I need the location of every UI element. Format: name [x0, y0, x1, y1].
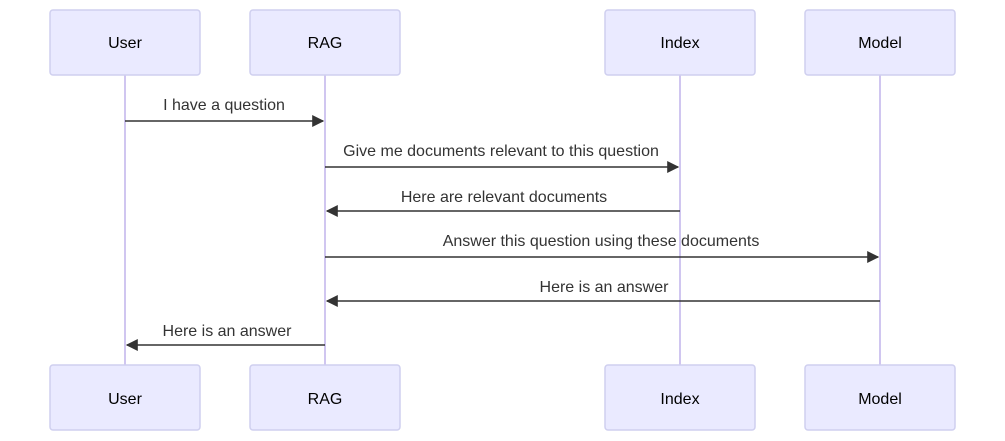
- message-4: Answer this question using these documen…: [325, 233, 880, 263]
- actor-top-index: Index: [604, 9, 756, 76]
- actor-bottom-user: User: [49, 364, 201, 431]
- message-3: Here are relevant documents: [325, 189, 680, 217]
- message-label: Here is an answer: [540, 279, 670, 296]
- actor-label: Model: [858, 391, 902, 408]
- actor-bottom-model: Model: [804, 364, 956, 431]
- actor-label: Index: [660, 35, 699, 52]
- actor-label: Index: [660, 391, 699, 408]
- actor-top-user: User: [49, 9, 201, 76]
- message-1: I have a question: [125, 97, 325, 127]
- actor-top-model: Model: [804, 9, 956, 76]
- message-label: Here is an answer: [163, 323, 293, 340]
- message-label: Answer this question using these documen…: [443, 233, 760, 250]
- message-label: I have a question: [163, 97, 285, 114]
- actor-bottom-rag: RAG: [249, 364, 401, 431]
- actor-top-rag: RAG: [249, 9, 401, 76]
- message-5: Here is an answer: [325, 279, 880, 307]
- actor-label: Model: [858, 35, 902, 52]
- actor-bottom-index: Index: [604, 364, 756, 431]
- message-6: Here is an answer: [125, 323, 325, 351]
- actor-label: RAG: [308, 35, 343, 52]
- message-2: Give me documents relevant to this quest…: [325, 143, 680, 173]
- actor-label: RAG: [308, 391, 343, 408]
- message-label: Here are relevant documents: [401, 189, 607, 206]
- actor-label: User: [108, 35, 142, 52]
- actor-label: User: [108, 391, 142, 408]
- message-label: Give me documents relevant to this quest…: [343, 143, 659, 160]
